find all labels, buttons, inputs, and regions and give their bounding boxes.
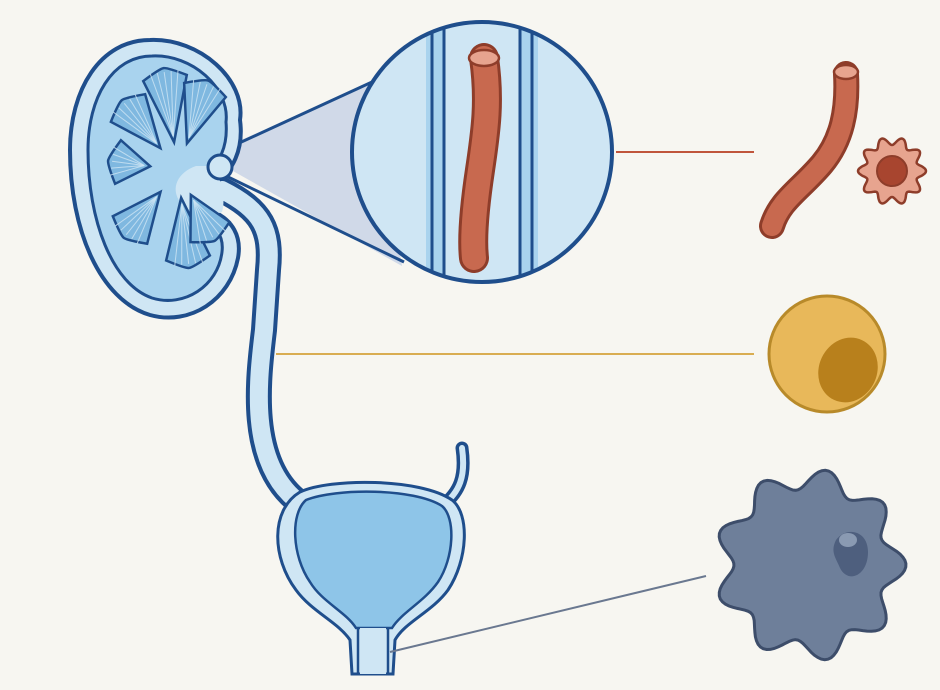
pyramid-striation <box>193 200 201 244</box>
pyramid-striation <box>193 199 220 235</box>
pyramid-striation <box>188 81 201 138</box>
leader-line-stellate-cell <box>389 575 707 653</box>
pyramid-striation <box>181 203 197 264</box>
pyramid-striation <box>136 196 158 244</box>
pyramid-striation <box>172 70 179 137</box>
pyramid-striation <box>193 200 208 241</box>
pyramid-striation <box>170 71 174 137</box>
magnifier-circle-icon <box>350 20 614 284</box>
pyramid-striation <box>163 71 174 137</box>
pyramid-striation <box>188 84 208 138</box>
pyramid-striation <box>188 79 195 138</box>
ureter-icon <box>209 177 309 513</box>
pyramid-striation <box>181 203 190 265</box>
pyramid-striation <box>125 196 158 235</box>
pyramid-striation <box>111 165 145 169</box>
pyramid-striation <box>174 203 183 266</box>
pyramid-striation <box>188 88 221 139</box>
pyramid-striation <box>131 196 158 240</box>
pyramid-striation <box>123 103 158 144</box>
bladder-icon <box>276 480 466 676</box>
pyramid-striation <box>193 199 226 232</box>
pyramid-striation <box>129 98 158 144</box>
pyramid-striation <box>156 72 174 137</box>
stellate-cell-icon <box>717 468 908 662</box>
blood-vessel-icon <box>759 61 860 239</box>
renal-pelvis-circle <box>206 153 234 181</box>
pyramid-striation <box>113 111 157 144</box>
pyramid-striation <box>112 153 145 166</box>
tubule-vessel <box>458 43 502 273</box>
pyramid-striation <box>193 199 214 238</box>
pyramid-striation <box>110 165 145 176</box>
pyramid-striation <box>118 107 157 144</box>
spiky-cell-icon <box>856 137 928 205</box>
renal-pyramid-icon <box>106 66 232 270</box>
pyramid-striation <box>120 196 158 231</box>
urethra-icon <box>360 628 386 674</box>
pyramid-striation <box>149 73 174 137</box>
pyramid-striation <box>134 94 158 144</box>
pyramid-striation <box>115 196 158 227</box>
pyramid-striation <box>113 146 145 166</box>
renal-pyramid <box>164 194 212 270</box>
round-cell-icon <box>767 294 887 414</box>
pyramid-striation <box>188 86 215 139</box>
pyramid-striation <box>111 160 145 167</box>
